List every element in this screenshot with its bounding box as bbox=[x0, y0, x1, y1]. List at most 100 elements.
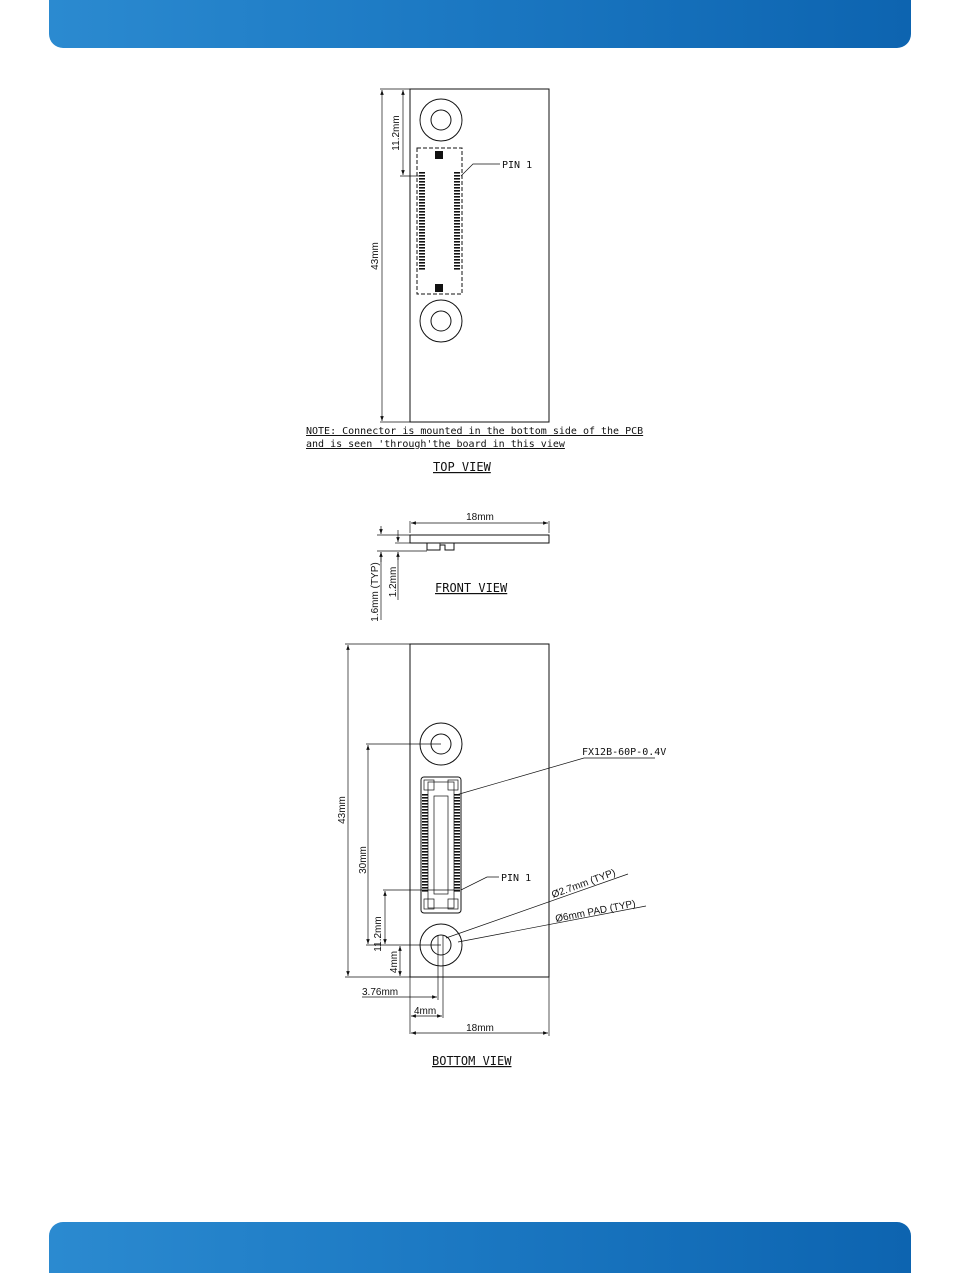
connector-pin bbox=[454, 187, 460, 189]
top-view-pin1-label: PIN 1 bbox=[502, 160, 532, 171]
connector-pin bbox=[454, 806, 460, 808]
connector-pin bbox=[454, 863, 460, 865]
bottom-view-dim-4mm-horizontal-label: 4mm bbox=[414, 1006, 436, 1017]
connector-pin bbox=[454, 202, 460, 204]
top-view: PIN 1 43mm 11.2mm NOTE: Connector is mou… bbox=[306, 89, 643, 474]
front-view-board bbox=[410, 535, 549, 543]
connector-pin bbox=[454, 199, 460, 201]
connector-pin bbox=[422, 875, 428, 877]
top-view-note-line2: and is seen 'through'the board in this v… bbox=[306, 439, 566, 450]
connector-pin bbox=[454, 217, 460, 219]
connector-pin bbox=[422, 851, 428, 853]
connector-pin bbox=[419, 214, 425, 216]
connector-pin bbox=[422, 863, 428, 865]
connector-pin bbox=[454, 809, 460, 811]
connector-pin bbox=[422, 821, 428, 823]
connector-pin bbox=[454, 803, 460, 805]
connector-pin bbox=[454, 250, 460, 252]
connector-pin bbox=[422, 884, 428, 886]
bottom-view-title: BOTTOM VIEW bbox=[432, 1054, 512, 1068]
bottom-view-dim-43mm-label: 43mm bbox=[337, 796, 348, 824]
connector-pin bbox=[419, 187, 425, 189]
connector-pin bbox=[454, 851, 460, 853]
connector-pin bbox=[422, 878, 428, 880]
connector-pin bbox=[419, 232, 425, 234]
connector-pin bbox=[422, 794, 428, 796]
connector-pin bbox=[422, 800, 428, 802]
connector-pin bbox=[454, 800, 460, 802]
connector-pin bbox=[454, 175, 460, 177]
bottom-view-connector-label: FX12B-60P-0.4V bbox=[582, 747, 666, 758]
connector-pin bbox=[419, 229, 425, 231]
bottom-view-hole-label: Ø2.7mm (TYP) bbox=[550, 867, 617, 900]
connector-pin bbox=[419, 247, 425, 249]
connector-pin bbox=[454, 268, 460, 270]
connector-pin bbox=[422, 833, 428, 835]
top-view-pin-row-right bbox=[454, 172, 460, 270]
connector-pin bbox=[454, 842, 460, 844]
connector-pin bbox=[419, 196, 425, 198]
connector-pin bbox=[419, 265, 425, 267]
connector-pin bbox=[454, 878, 460, 880]
bottom-view-dim-30mm-label: 30mm bbox=[358, 846, 369, 874]
top-view-connector-key-top bbox=[435, 151, 443, 159]
connector-pin bbox=[454, 854, 460, 856]
bottom-view-dim-4mm-vertical-label: 4mm bbox=[389, 951, 400, 973]
connector-pin bbox=[422, 842, 428, 844]
connector-pin bbox=[454, 220, 460, 222]
bottom-view-dim-11-2mm-label: 11.2mm bbox=[373, 916, 384, 951]
connector-pin bbox=[422, 812, 428, 814]
connector-pin bbox=[454, 866, 460, 868]
connector-pin bbox=[422, 887, 428, 889]
connector-pin bbox=[454, 830, 460, 832]
connector-pin bbox=[422, 797, 428, 799]
connector-pin bbox=[454, 884, 460, 886]
bottom-view-pin1-leader bbox=[461, 877, 499, 890]
connector-pin bbox=[454, 860, 460, 862]
connector-pin bbox=[422, 818, 428, 820]
connector-pin bbox=[454, 229, 460, 231]
bottom-view-pin1-label: PIN 1 bbox=[501, 873, 531, 884]
connector-pin bbox=[454, 259, 460, 261]
connector-pin bbox=[419, 178, 425, 180]
connector-pin bbox=[454, 181, 460, 183]
connector-pin bbox=[454, 226, 460, 228]
connector-pin bbox=[422, 869, 428, 871]
connector-pin bbox=[422, 857, 428, 859]
front-view-dim-1-2mm-label: 1.2mm bbox=[388, 567, 399, 598]
top-view-pin1-leader bbox=[461, 164, 500, 176]
connector-pin bbox=[422, 854, 428, 856]
connector-pin bbox=[422, 848, 428, 850]
connector-pin bbox=[422, 860, 428, 862]
connector-pin bbox=[454, 232, 460, 234]
connector-pin bbox=[454, 211, 460, 213]
connector-pin bbox=[422, 839, 428, 841]
connector-pin bbox=[454, 881, 460, 883]
bottom-view-pin-row-left bbox=[422, 794, 428, 892]
connector-pin bbox=[419, 226, 425, 228]
connector-pin bbox=[454, 172, 460, 174]
connector-pin bbox=[422, 803, 428, 805]
connector-pin bbox=[454, 797, 460, 799]
front-view-connector bbox=[427, 543, 454, 550]
connector-pin bbox=[419, 223, 425, 225]
connector-pin bbox=[454, 827, 460, 829]
connector-pin bbox=[422, 824, 428, 826]
top-view-dim-43mm-label: 43mm bbox=[370, 242, 381, 270]
connector-pin bbox=[454, 184, 460, 186]
connector-pin bbox=[454, 839, 460, 841]
top-view-title: TOP VIEW bbox=[433, 460, 492, 474]
bottom-view-connector-leader bbox=[456, 758, 655, 795]
bottom-view-dim-3-76mm-label: 3.76mm bbox=[362, 987, 398, 998]
connector-pin bbox=[454, 848, 460, 850]
front-view-dim-1-6mm-label: 1.6mm (TYP) bbox=[370, 562, 381, 621]
front-view-title: FRONT VIEW bbox=[435, 581, 508, 595]
front-view: 18mm 1.6mm (TYP) 1.2mm FRONT VIEW bbox=[370, 512, 549, 622]
bottom-view-dim-18mm-label: 18mm bbox=[466, 1023, 494, 1034]
connector-pin bbox=[419, 184, 425, 186]
connector-pin bbox=[422, 866, 428, 868]
connector-pin bbox=[419, 211, 425, 213]
connector-pin bbox=[422, 806, 428, 808]
connector-pin bbox=[454, 824, 460, 826]
